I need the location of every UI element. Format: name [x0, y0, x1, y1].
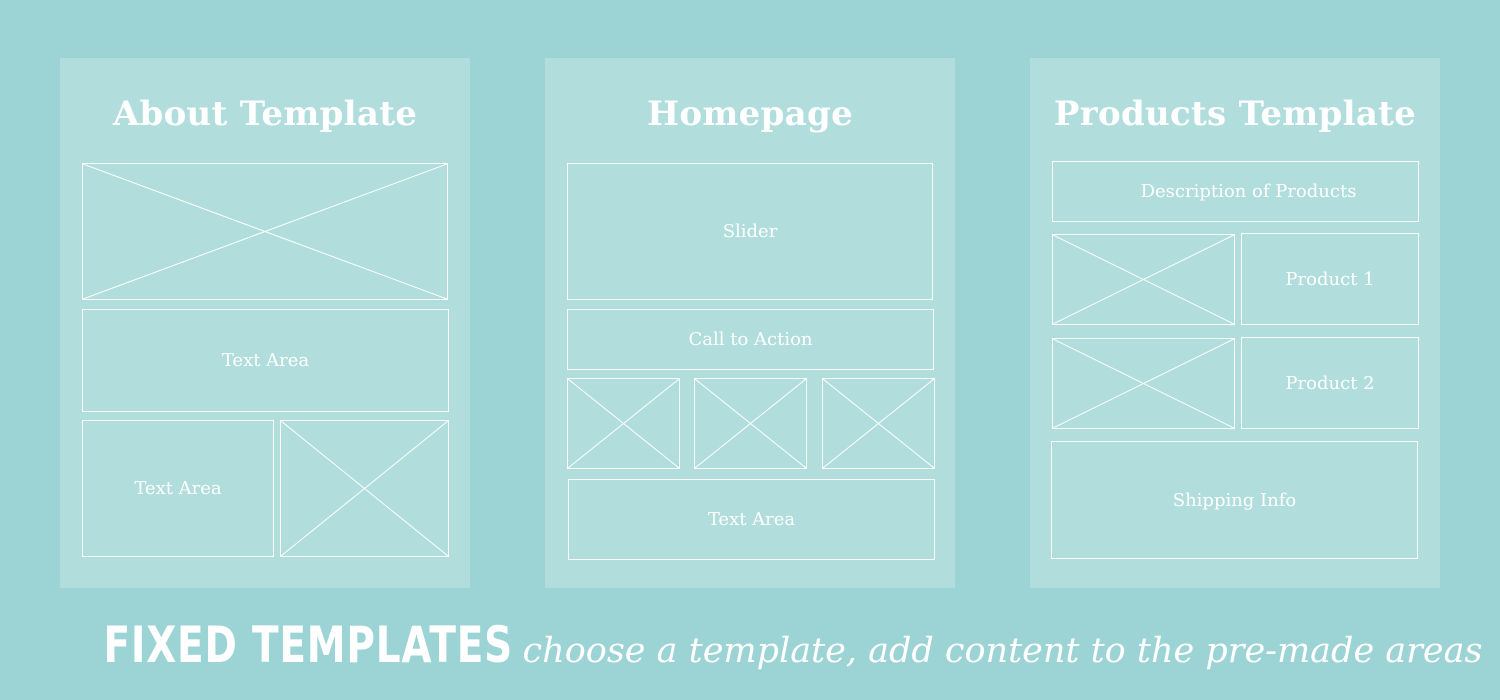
text-area-box: Text Area — [82, 309, 449, 412]
footer-caption: FIXED TEMPLATES choose a template, add c… — [0, 616, 1500, 680]
area-label: Text Area — [221, 350, 310, 371]
product-2-box: Product 2 — [1241, 337, 1419, 429]
area-label: Text Area — [134, 478, 222, 499]
image-placeholder — [280, 420, 449, 557]
about-template-panel: About Template Text Area Text Area — [60, 58, 470, 588]
area-label: Description of Products — [1140, 181, 1357, 202]
area-label: Product 1 — [1285, 268, 1375, 290]
area-label: Shipping Info — [1172, 489, 1297, 511]
slider-box: Slider — [567, 163, 933, 300]
products-template-panel: Products Template Description of Product… — [1030, 58, 1440, 588]
footer-heading: FIXED TEMPLATES — [103, 616, 513, 674]
area-label: Text Area — [707, 509, 796, 530]
description-box: Description of Products — [1052, 161, 1419, 222]
image-placeholder — [567, 378, 680, 469]
call-to-action-box: Call to Action — [567, 309, 934, 370]
text-area-box: Text Area — [568, 479, 935, 560]
image-placeholder — [1052, 338, 1235, 429]
image-placeholder — [694, 378, 807, 469]
panel-title: Homepage — [646, 94, 854, 134]
image-placeholder — [82, 163, 448, 300]
panel-title: Products Template — [1053, 94, 1417, 134]
footer-subtitle: choose a template, add content to the pr… — [522, 631, 1483, 671]
text-area-box: Text Area — [82, 420, 274, 557]
area-label: Call to Action — [688, 329, 813, 350]
panel-title: About Template — [112, 94, 418, 134]
homepage-panel: Homepage Slider Call to Action Text Area — [545, 58, 955, 588]
product-1-box: Product 1 — [1241, 233, 1419, 325]
shipping-info-box: Shipping Info — [1051, 441, 1418, 559]
area-label: Product 2 — [1285, 372, 1375, 394]
area-label: Slider — [722, 221, 778, 242]
image-placeholder — [1052, 234, 1235, 325]
image-placeholder — [822, 378, 935, 469]
